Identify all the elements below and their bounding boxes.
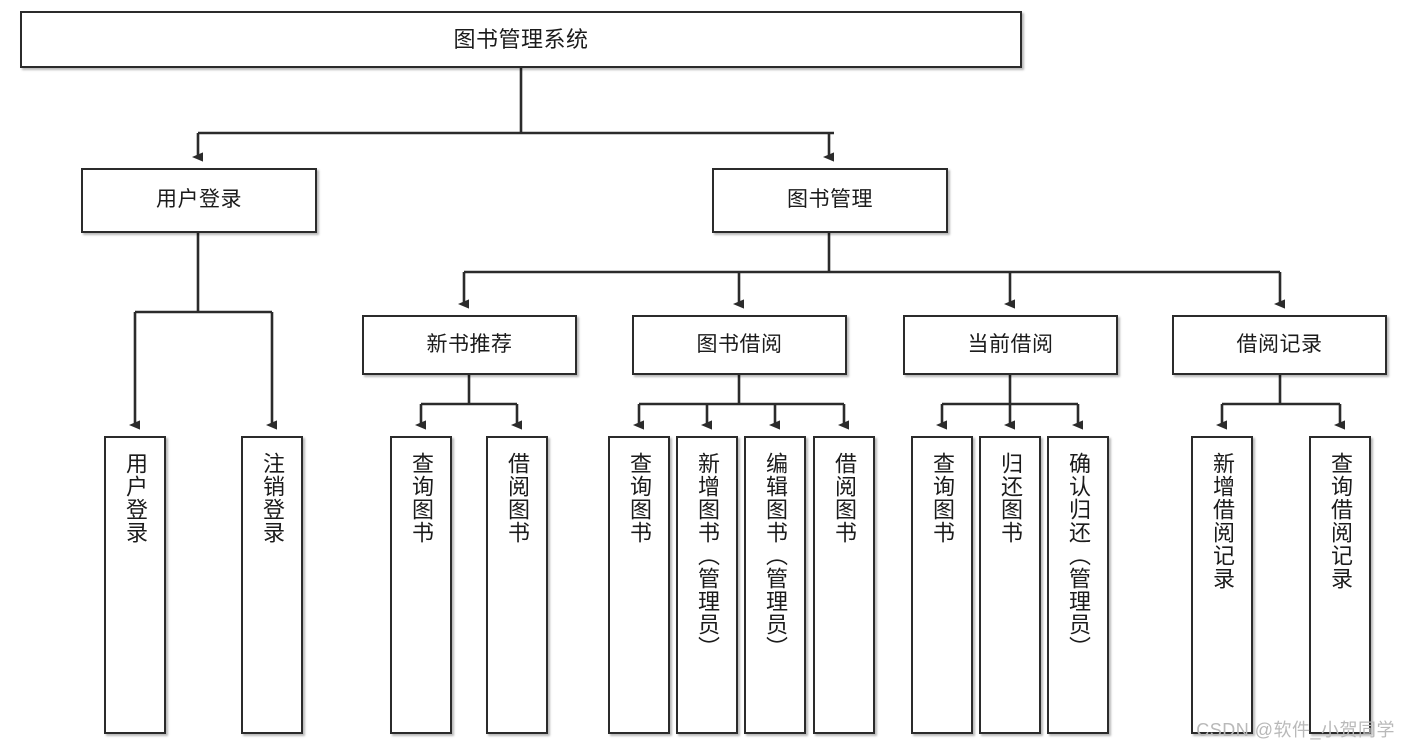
node-leaf-confirm-return[interactable]: 确认归还（管理员） [1047, 436, 1109, 734]
node-borrow-record[interactable]: 借阅记录 [1172, 315, 1387, 375]
node-leaf-user-login-label: 用户登录 [122, 452, 148, 544]
node-leaf-query-book-3-label: 查询图书 [929, 452, 955, 544]
node-leaf-query-book-1[interactable]: 查询图书 [390, 436, 452, 734]
node-leaf-confirm-return-label: 确认归还（管理员） [1065, 452, 1091, 659]
node-leaf-add-record-label: 新增借阅记录 [1209, 452, 1235, 590]
node-leaf-user-login[interactable]: 用户登录 [104, 436, 166, 734]
node-book-borrow[interactable]: 图书借阅 [632, 315, 847, 375]
node-borrow-record-label: 借阅记录 [1236, 332, 1323, 356]
node-leaf-query-book-2-label: 查询图书 [626, 452, 652, 544]
node-user-login-label: 用户登录 [156, 188, 242, 212]
node-leaf-user-logout-label: 注销登录 [259, 452, 285, 544]
node-leaf-edit-book[interactable]: 编辑图书（管理员） [744, 436, 806, 734]
node-root-label: 图书管理系统 [453, 26, 589, 52]
node-leaf-borrow-book-2-label: 借阅图书 [831, 452, 857, 544]
node-new-book-rec[interactable]: 新书推荐 [362, 315, 577, 375]
node-leaf-query-book-1-label: 查询图书 [408, 452, 434, 544]
node-book-manage-label: 图书管理 [787, 188, 873, 212]
node-leaf-user-logout[interactable]: 注销登录 [241, 436, 303, 734]
node-leaf-return-book-label: 归还图书 [997, 452, 1023, 544]
node-user-login[interactable]: 用户登录 [81, 168, 317, 233]
node-leaf-add-book-label: 新增图书（管理员） [694, 452, 720, 659]
node-leaf-borrow-book-1[interactable]: 借阅图书 [486, 436, 548, 734]
node-leaf-query-record[interactable]: 查询借阅记录 [1309, 436, 1371, 734]
node-leaf-add-book[interactable]: 新增图书（管理员） [676, 436, 738, 734]
node-leaf-return-book[interactable]: 归还图书 [979, 436, 1041, 734]
node-leaf-query-record-label: 查询借阅记录 [1327, 452, 1353, 590]
node-leaf-edit-book-label: 编辑图书（管理员） [762, 452, 788, 659]
node-leaf-borrow-book-2[interactable]: 借阅图书 [813, 436, 875, 734]
node-root[interactable]: 图书管理系统 [20, 11, 1022, 68]
node-leaf-query-book-3[interactable]: 查询图书 [911, 436, 973, 734]
node-book-manage[interactable]: 图书管理 [712, 168, 948, 233]
node-book-borrow-label: 图书借阅 [696, 332, 783, 356]
node-leaf-borrow-book-1-label: 借阅图书 [504, 452, 530, 544]
node-leaf-add-record[interactable]: 新增借阅记录 [1191, 436, 1253, 734]
node-leaf-query-book-2[interactable]: 查询图书 [608, 436, 670, 734]
node-current-borrow[interactable]: 当前借阅 [903, 315, 1118, 375]
watermark: CSDN @软件_小贺同学 [1196, 720, 1395, 740]
node-current-borrow-label: 当前借阅 [967, 332, 1054, 356]
node-new-book-rec-label: 新书推荐 [426, 332, 513, 356]
